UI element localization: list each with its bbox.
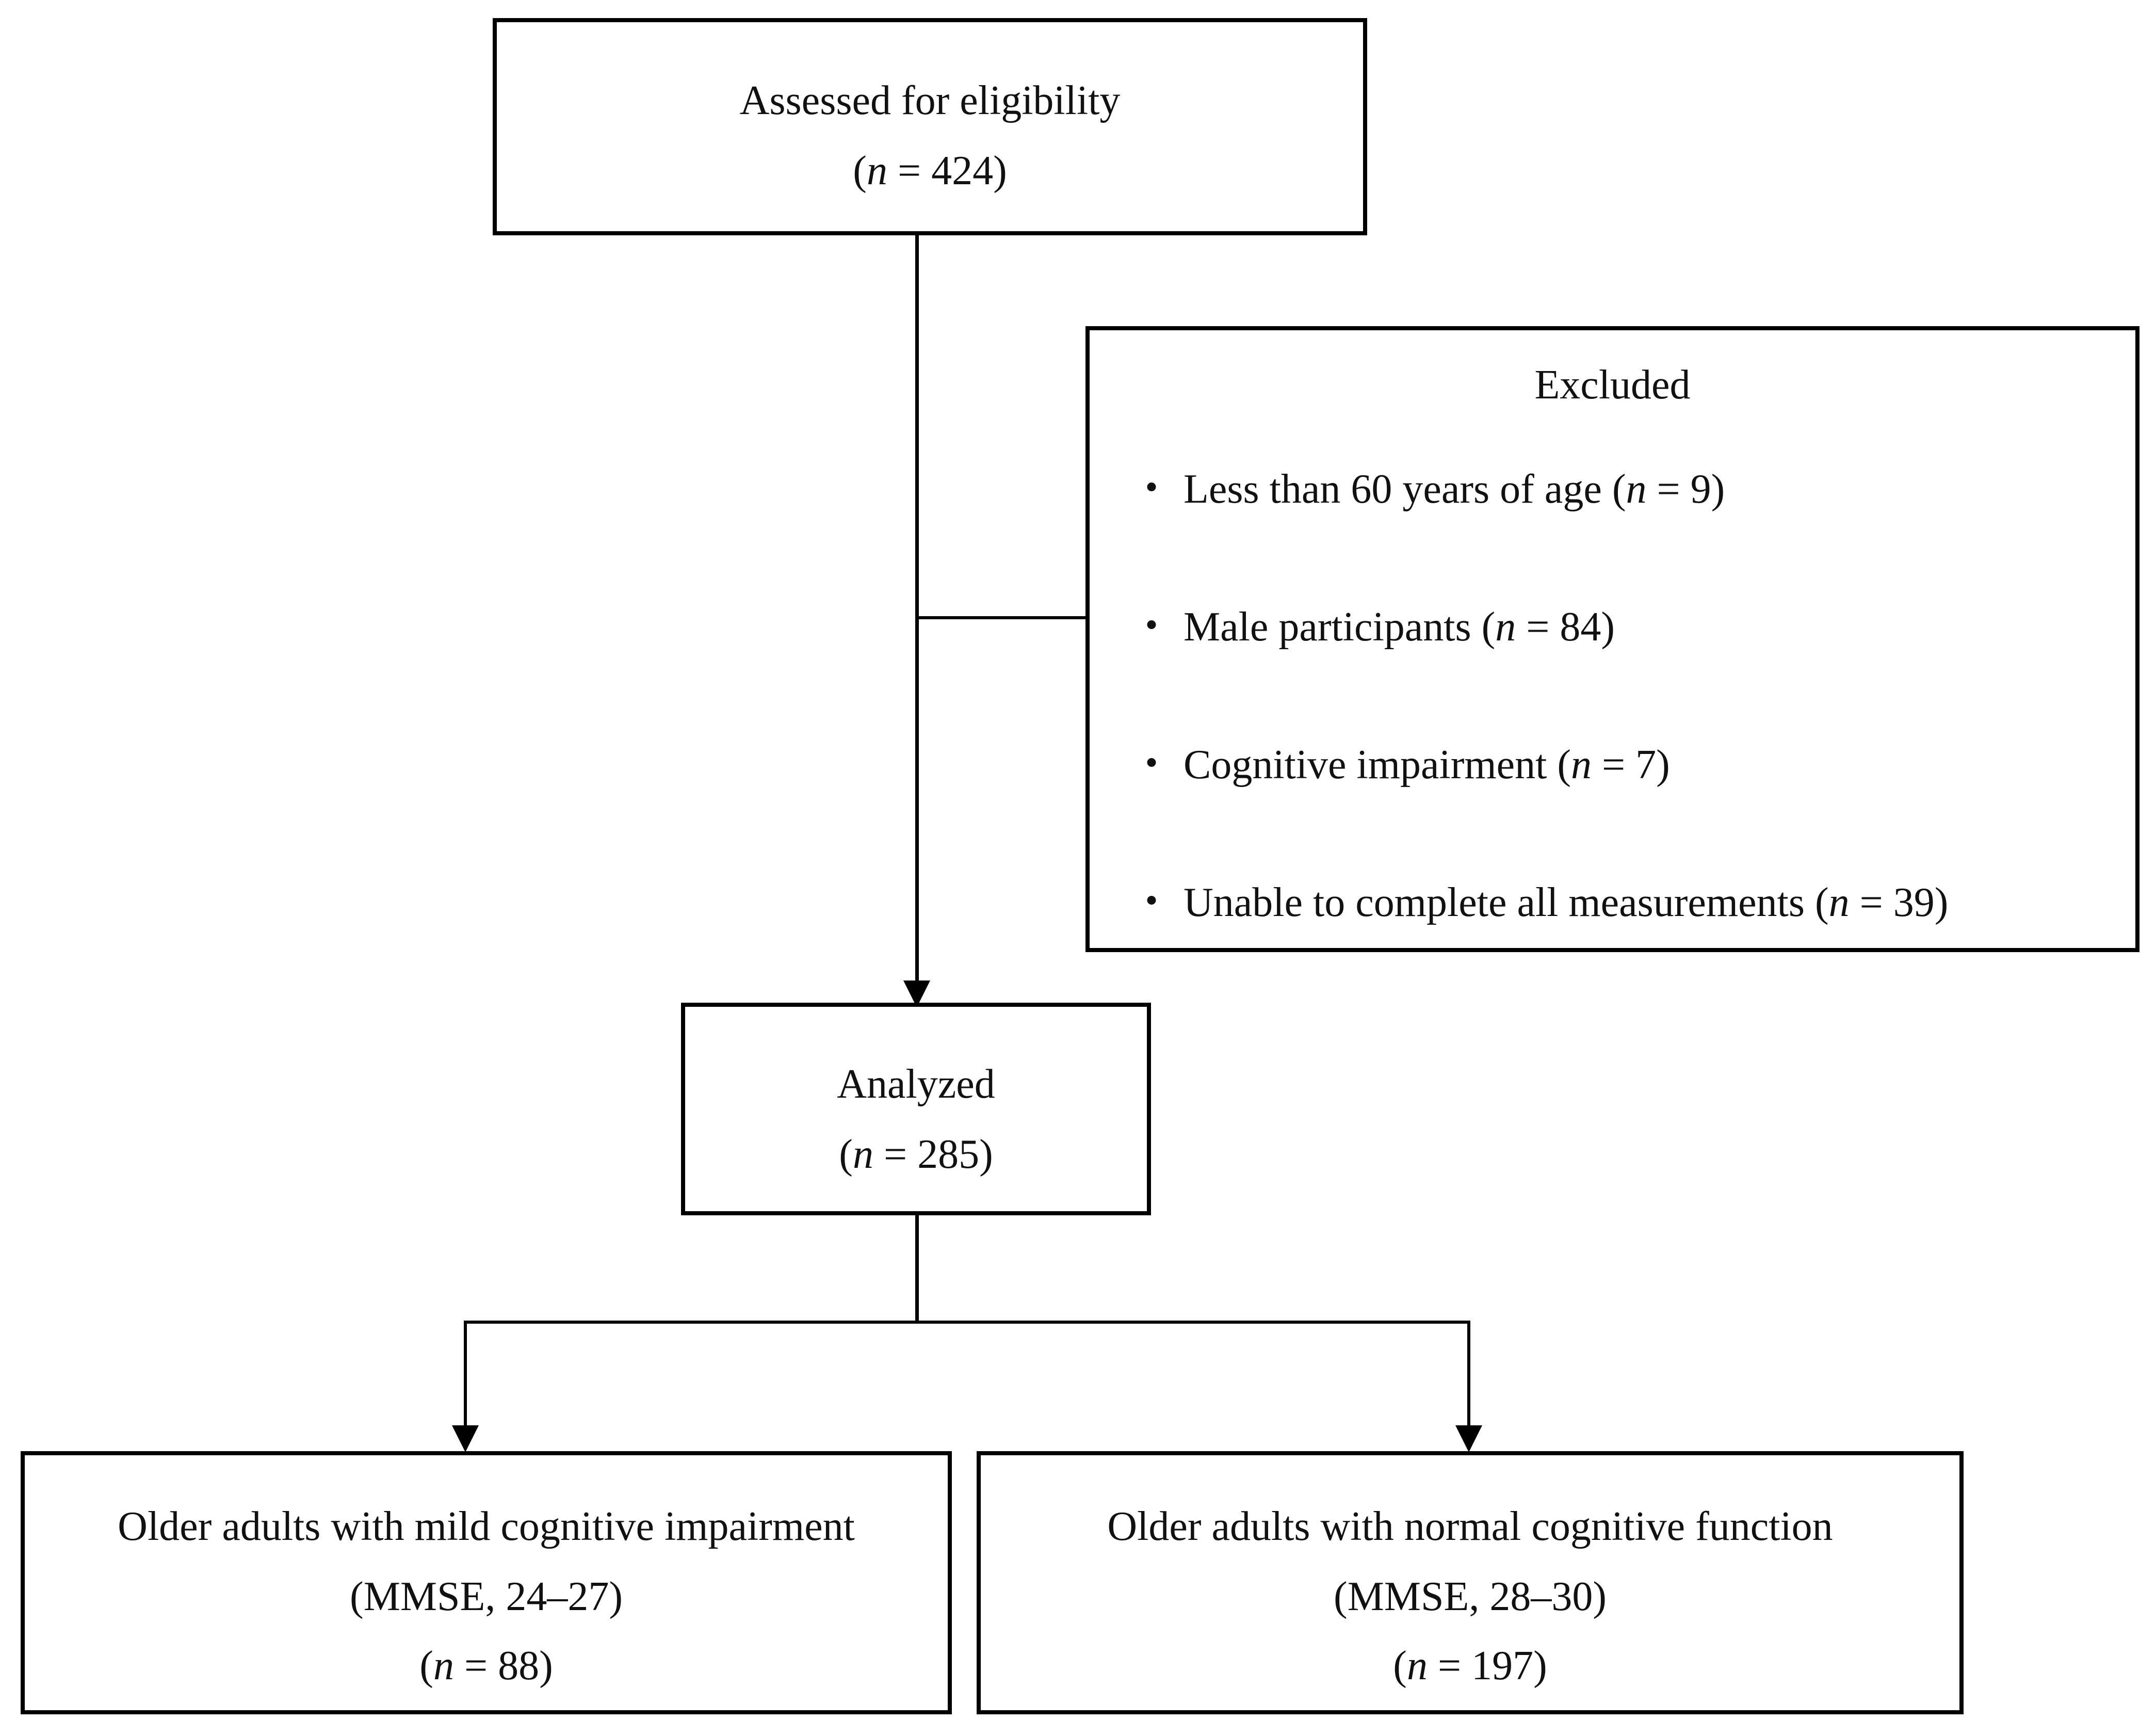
equals-sign: = [1646, 467, 1691, 512]
connector-to-mci [464, 1321, 467, 1432]
normal-group-count-value: 197 [1471, 1643, 1534, 1689]
n-symbol: n [1626, 467, 1647, 512]
n-symbol: n [1828, 880, 1850, 925]
assessed-count: (n = 424) [853, 148, 1007, 194]
mci-group-count-value: 88 [498, 1643, 540, 1689]
arrow-to-normal [1455, 1425, 1482, 1452]
bullet-icon: ・ [1131, 742, 1172, 787]
analyzed-box: Analyzed (n = 285) [681, 1003, 1151, 1215]
n-symbol: n [1570, 742, 1592, 787]
excluded-item-label: Cognitive impairment [1184, 742, 1547, 787]
excluded-item: ・Cognitive impairment (n = 7) [1131, 742, 1670, 787]
excluded-box: Excluded ・Less than 60 years of age (n =… [1085, 326, 2139, 952]
assessed-box: Assessed for eligibility (n = 424) [493, 18, 1367, 235]
excluded-item-label: Male participants [1184, 604, 1471, 650]
bullet-icon: ・ [1131, 604, 1172, 650]
analyzed-count: (n = 285) [839, 1132, 993, 1177]
connector-analyzed-down [915, 1215, 919, 1324]
normal-group-count: (n = 197) [1393, 1643, 1547, 1689]
normal-group-title: Older adults with normal cognitive funct… [1107, 1504, 1833, 1549]
analyzed-count-value: 285 [917, 1132, 980, 1177]
n-symbol: n [1406, 1643, 1428, 1689]
analyzed-title: Analyzed [837, 1062, 995, 1107]
connector-to-normal [1467, 1321, 1470, 1432]
equals-sign: = [453, 1643, 498, 1689]
normal-group-mmse: (MMSE, 28–30) [1334, 1574, 1607, 1619]
mci-group-mmse: (MMSE, 24–27) [350, 1574, 623, 1619]
excluded-title: Excluded [1534, 362, 1691, 408]
excluded-item-count: 39 [1893, 880, 1935, 925]
connector-assessed-to-analyzed [915, 235, 919, 988]
assessed-count-value: 424 [931, 148, 994, 194]
excluded-item-count: 9 [1690, 467, 1711, 512]
equals-sign: = [873, 1132, 918, 1177]
n-symbol: n [866, 148, 887, 194]
connector-split-horizontal [464, 1321, 1470, 1324]
equals-sign: = [1591, 742, 1636, 787]
excluded-item-count: 84 [1560, 604, 1601, 650]
connector-to-excluded [915, 616, 1089, 619]
equals-sign: = [1849, 880, 1893, 925]
mci-group-box: Older adults with mild cognitive impairm… [21, 1451, 952, 1714]
equals-sign: = [1427, 1643, 1472, 1689]
n-symbol: n [1495, 604, 1516, 650]
mci-group-count: (n = 88) [419, 1643, 553, 1689]
mci-group-title: Older adults with mild cognitive impairm… [118, 1504, 855, 1549]
excluded-item-label: Less than 60 years of age [1184, 467, 1602, 512]
excluded-item: ・Male participants (n = 84) [1131, 604, 1615, 650]
excluded-item-count: 7 [1635, 742, 1657, 787]
n-symbol: n [433, 1643, 454, 1689]
excluded-item-label: Unable to complete all measurements [1184, 880, 1805, 925]
equals-sign: = [1516, 604, 1560, 650]
arrow-to-mci [452, 1425, 479, 1452]
bullet-icon: ・ [1131, 880, 1172, 925]
bullet-icon: ・ [1131, 467, 1172, 512]
n-symbol: n [852, 1132, 873, 1177]
assessed-title: Assessed for eligibility [739, 78, 1121, 123]
normal-group-box: Older adults with normal cognitive funct… [977, 1451, 1964, 1714]
equals-sign: = [887, 148, 932, 194]
excluded-item: ・Unable to complete all measurements (n … [1131, 880, 1949, 925]
excluded-item: ・Less than 60 years of age (n = 9) [1131, 467, 1725, 512]
